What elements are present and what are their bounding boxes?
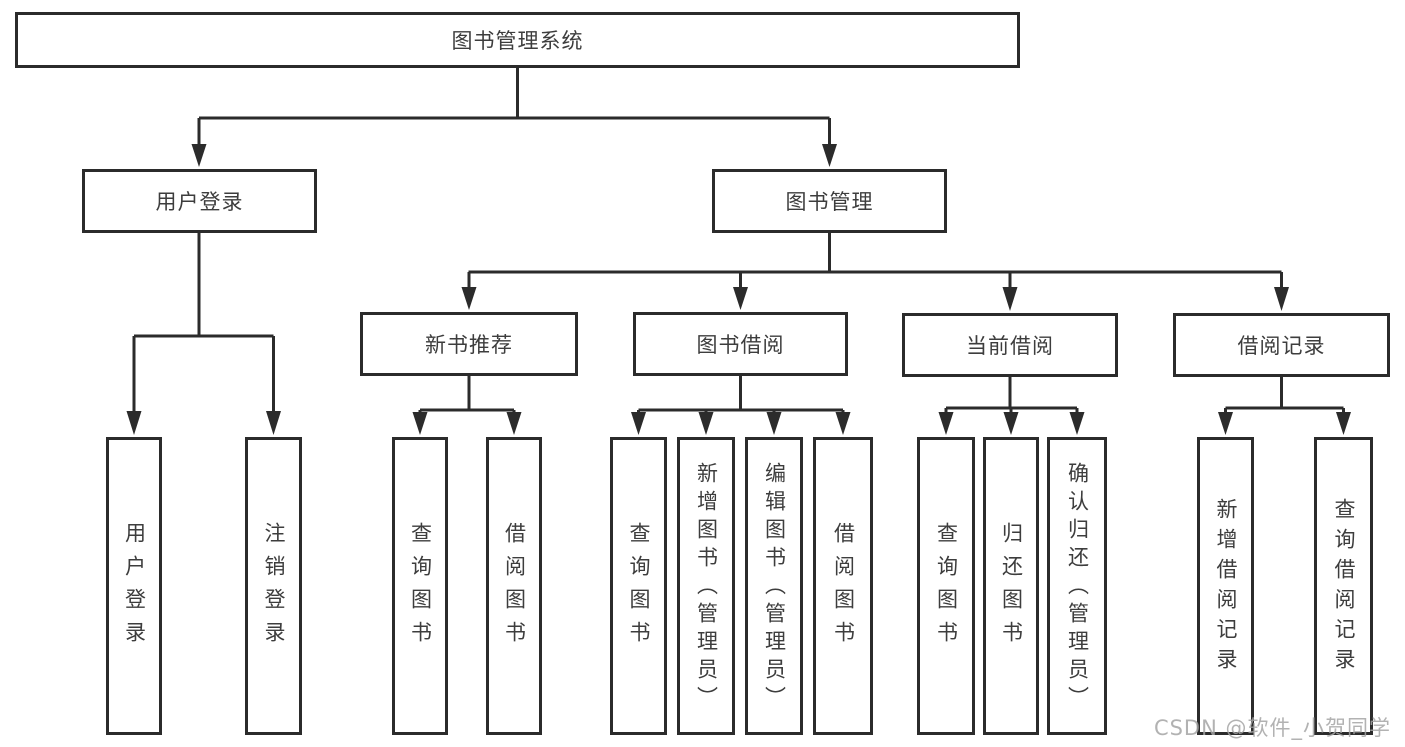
arrowhead-icon (938, 412, 954, 435)
arrowhead-icon (266, 411, 281, 435)
leaf-logout: 注销登录 (245, 437, 302, 735)
leaf-edit-books-admin: 编辑图书（管理员） (745, 437, 803, 735)
arrowhead-icon (631, 412, 646, 435)
leaf-borrow-books-recommend: 借阅图书 (486, 437, 542, 735)
node-borrow-records: 借阅记录 (1173, 313, 1390, 377)
arrowhead-icon (822, 144, 837, 167)
arrowhead-icon (412, 412, 428, 435)
leaf-query-books-recommend: 查询图书 (392, 437, 448, 735)
leaf-user-login: 用户登录 (106, 437, 162, 735)
connector-line (467, 233, 1283, 288)
connector-line (418, 376, 516, 414)
arrowhead-icon (698, 412, 714, 435)
leaf-query-books-borrow: 查询图书 (610, 437, 667, 735)
arrowhead-icon (1002, 287, 1018, 311)
node-new-book-recommend: 新书推荐 (360, 312, 578, 376)
node-book-borrow: 图书借阅 (633, 312, 848, 376)
arrowhead-icon (461, 287, 477, 310)
leaf-add-books-admin: 新增图书（管理员） (677, 437, 735, 735)
connector-line (197, 68, 831, 145)
node-root-library-management-system: 图书管理系统 (15, 12, 1020, 68)
node-user-login: 用户登录 (82, 169, 317, 233)
csdn-watermark: CSDN @软件_小贺同学 (1153, 716, 1391, 740)
arrowhead-icon (1218, 412, 1233, 435)
arrowhead-icon (1336, 412, 1351, 435)
connector-line (132, 233, 275, 412)
arrowhead-icon (766, 412, 782, 435)
arrowhead-icon (733, 287, 748, 310)
node-current-borrow: 当前借阅 (902, 313, 1118, 377)
connector-line (1224, 377, 1345, 414)
leaf-confirm-return-admin: 确认归还（管理员） (1047, 437, 1107, 735)
arrowhead-icon (191, 144, 207, 167)
leaf-return-books: 归还图书 (983, 437, 1039, 735)
leaf-borrow-books: 借阅图书 (813, 437, 873, 735)
arrowhead-icon (126, 411, 142, 435)
node-book-management: 图书管理 (712, 169, 947, 233)
arrowhead-icon (506, 412, 522, 435)
leaf-query-borrow-record: 查询借阅记录 (1314, 437, 1373, 735)
leaf-query-books-current: 查询图书 (917, 437, 975, 735)
connector-line (944, 377, 1079, 414)
arrowhead-icon (1274, 287, 1289, 311)
arrowhead-icon (1003, 412, 1019, 435)
arrowhead-icon (1069, 412, 1085, 435)
arrowhead-icon (835, 412, 851, 435)
connector-line (637, 376, 845, 414)
leaf-add-borrow-record: 新增借阅记录 (1197, 437, 1254, 735)
